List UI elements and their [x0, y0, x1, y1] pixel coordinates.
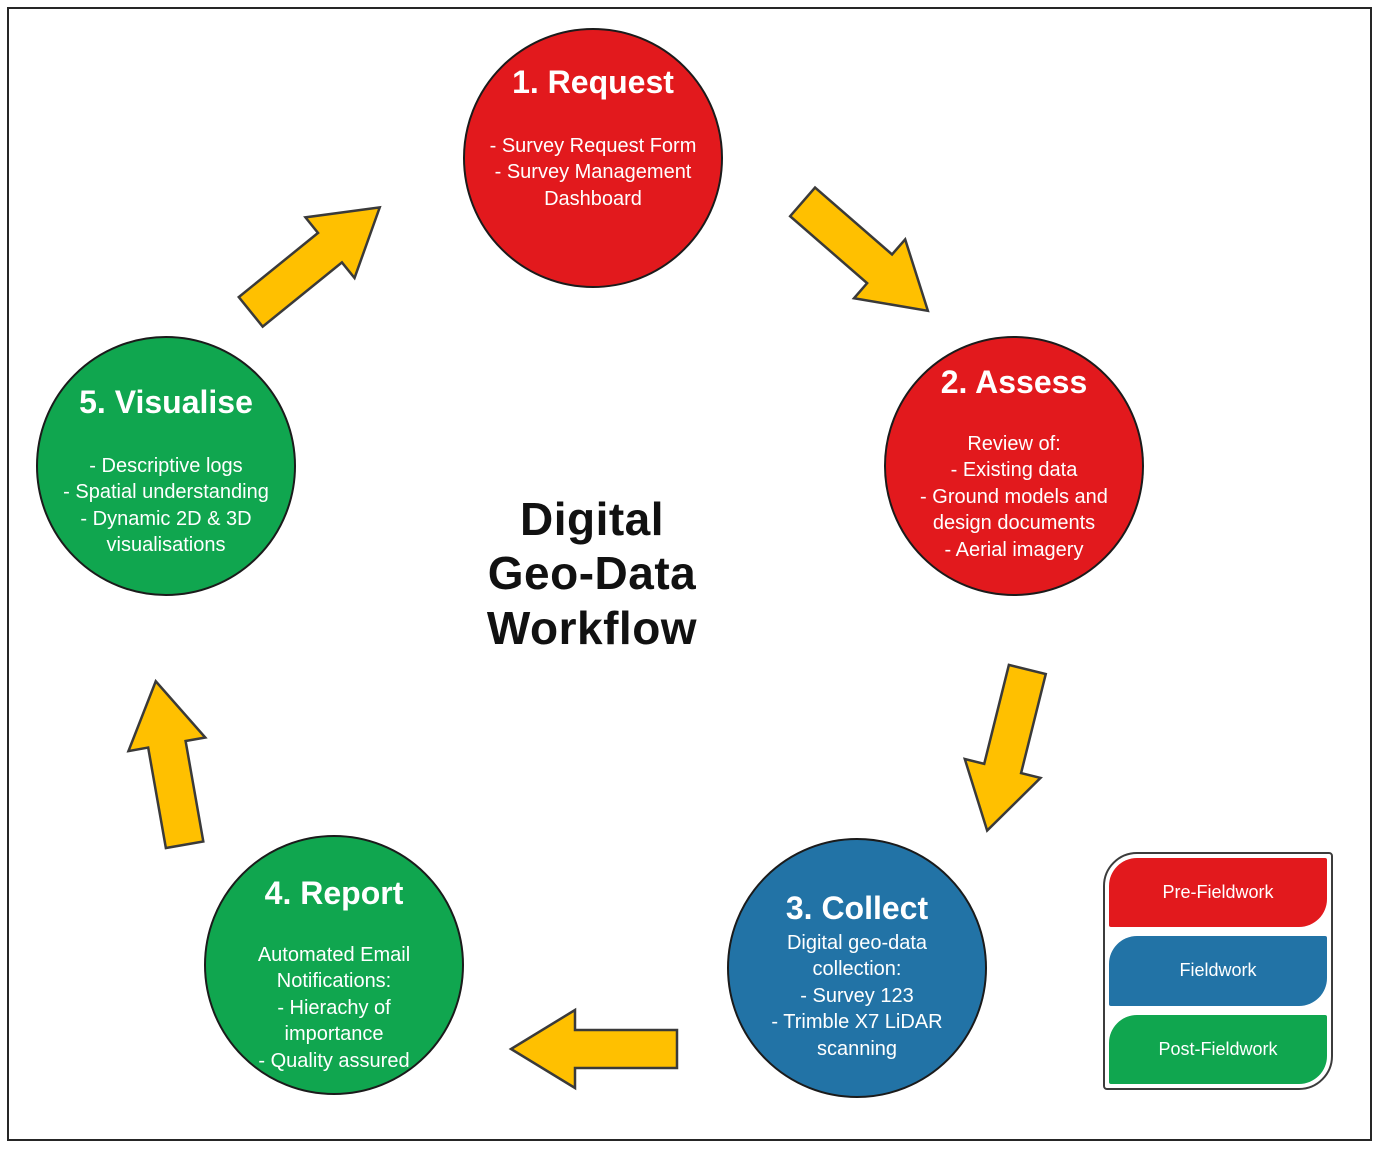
cycle-arrow-collect-to-report-icon	[508, 1007, 679, 1091]
arrow-shape	[237, 205, 382, 329]
cycle-arrow-request-to-assess-icon	[788, 185, 930, 313]
diagram-title-line-3: Workflow	[486, 601, 698, 654]
step-circle-assess: 2. Assess Review of: - Existing data - G…	[884, 336, 1144, 596]
cycle-arrow-visualise-to-request-icon	[237, 205, 382, 329]
step-heading-assess: 2. Assess	[940, 364, 1088, 400]
diagram-title: Digital Geo-Data Workflow	[430, 492, 754, 655]
cycle-arrow-assess-to-collect-icon	[962, 663, 1048, 833]
diagram-title-line-1: Digital	[519, 493, 665, 545]
legend-item-label: Fieldwork	[1179, 960, 1257, 981]
step-heading-report: 4. Report	[264, 875, 404, 911]
step-details-assess: Review of: - Existing data - Ground mode…	[920, 433, 1108, 561]
legend-item-label: Pre-Fieldwork	[1162, 882, 1274, 903]
legend-card: Pre-Fieldwork Fieldwork Post-Fieldwork	[1103, 852, 1333, 1090]
step-heading-visualise: 5. Visualise	[79, 384, 253, 420]
step-circle-visualise: 5. Visualise - Descriptive logs - Spatia…	[36, 336, 296, 596]
page-border	[7, 7, 1372, 1141]
step-details-collect: Digital geo-data collection: - Survey 12…	[771, 932, 943, 1060]
step-details-report: Automated Email Notifications: - Hierach…	[257, 944, 411, 1072]
step-heading-collect: 3. Collect	[785, 890, 929, 926]
arrow-shape	[126, 678, 208, 850]
step-circle-request: 1. Request - Survey Request Form - Surve…	[463, 28, 723, 288]
arrow-shape	[962, 663, 1048, 833]
arrow-shape	[508, 1007, 679, 1091]
step-details-visualise: - Descriptive logs - Spatial understandi…	[63, 455, 269, 557]
legend-item-fieldwork: Fieldwork	[1109, 936, 1327, 1006]
step-circle-collect: 3. Collect Digital geo-data collection: …	[727, 838, 987, 1098]
arrow-shape	[788, 185, 930, 313]
step-heading-request: 1. Request	[512, 64, 674, 100]
cycle-arrow-report-to-visualise-icon	[126, 678, 208, 850]
step-details-request: - Survey Request Form - Survey Managemen…	[489, 135, 697, 210]
legend-item-label: Post-Fieldwork	[1158, 1038, 1278, 1059]
legend-item-pre-fieldwork: Pre-Fieldwork	[1109, 858, 1327, 928]
diagram-title-line-2: Geo-Data	[487, 547, 697, 600]
step-circle-report: 4. Report Automated Email Notifications:…	[204, 835, 464, 1095]
legend-item-post-fieldwork: Post-Fieldwork	[1109, 1014, 1327, 1084]
